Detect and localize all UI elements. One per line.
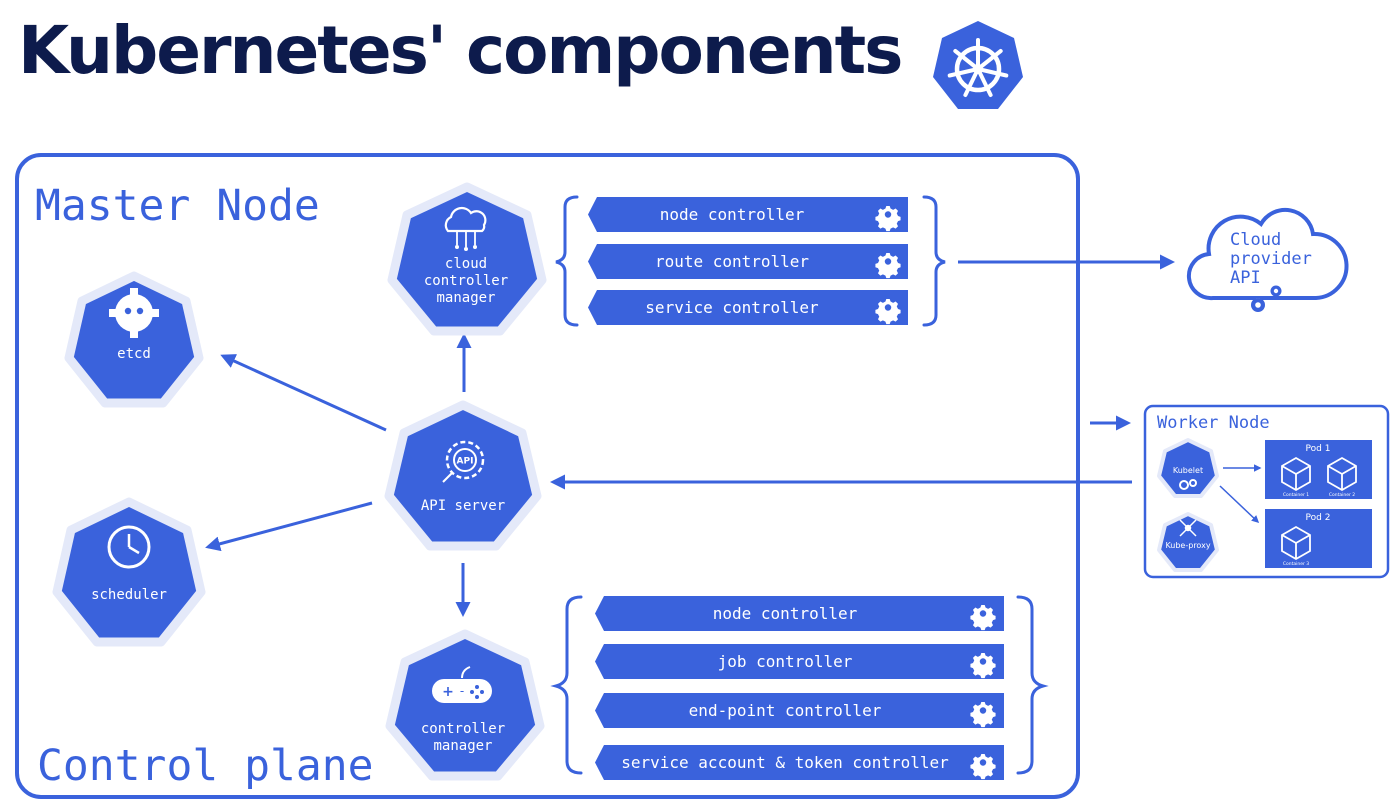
kubernetes-logo-icon bbox=[933, 21, 1023, 109]
api-badge: API bbox=[457, 457, 474, 467]
svg-text:+: + bbox=[442, 684, 454, 700]
cloud-controller-manager-node[interactable]: cloud controller manager bbox=[387, 182, 547, 336]
etcd-icon bbox=[109, 288, 159, 338]
gamepad-icon: + - bbox=[432, 666, 492, 703]
cloud-provider-line-2: provider bbox=[1230, 249, 1312, 269]
controller-manager-node[interactable]: + - controller manager bbox=[385, 629, 545, 781]
controller-item[interactable]: end-point controller bbox=[595, 693, 1004, 728]
kubelet-node[interactable]: Kubelet bbox=[1157, 438, 1219, 498]
worker-node[interactable]: Worker Node Kubelet Kube-proxy Pod 1 bbox=[1143, 404, 1390, 579]
cloud-controllers-left-brace bbox=[555, 195, 579, 327]
container-cube-icon bbox=[1281, 456, 1357, 492]
controller-manager-label-line-2: manager bbox=[433, 738, 492, 754]
container-label: Container 2 bbox=[1329, 492, 1355, 498]
gear-icon bbox=[1179, 480, 1189, 490]
gear-icon bbox=[970, 754, 996, 780]
scheduler-label: scheduler bbox=[91, 587, 167, 603]
master-node-frame bbox=[15, 153, 1080, 799]
controllers-left-brace bbox=[550, 595, 583, 775]
cloud-controller-label: node controller bbox=[660, 205, 805, 224]
controller-item[interactable]: node controller bbox=[595, 596, 1004, 631]
ccm-label-line-2: controller bbox=[424, 273, 508, 289]
scheduler-node[interactable]: scheduler bbox=[52, 497, 206, 647]
master-node-label: Master Node bbox=[35, 181, 320, 231]
pod-2-label: Pod 2 bbox=[1306, 513, 1331, 523]
arrow-api-to-etcd bbox=[220, 354, 387, 432]
api-server-label: API server bbox=[421, 498, 505, 514]
pod-1[interactable]: Pod 1 Container 1 Container 2 bbox=[1265, 440, 1372, 499]
api-server-node[interactable]: API API server bbox=[384, 400, 542, 551]
ccm-label-line-1: cloud bbox=[445, 256, 487, 272]
controller-label: end-point controller bbox=[689, 701, 882, 720]
network-icon bbox=[1179, 519, 1197, 537]
pod-2[interactable]: Pod 2 Container 3 bbox=[1265, 509, 1372, 568]
controller-item[interactable]: job controller bbox=[595, 644, 1004, 679]
etcd-node[interactable]: etcd bbox=[64, 271, 204, 408]
container-label: Container 1 bbox=[1283, 492, 1309, 498]
cloud-provider-line-3: API bbox=[1230, 268, 1261, 288]
cloud-controllers-right-brace bbox=[922, 195, 946, 327]
pod-1-label: Pod 1 bbox=[1306, 444, 1331, 454]
arrow-api-to-scheduler bbox=[205, 501, 373, 552]
controllers-right-brace bbox=[1016, 595, 1049, 775]
worker-node-title: Worker Node bbox=[1157, 413, 1270, 433]
clock-icon bbox=[107, 525, 151, 569]
kube-proxy-node[interactable]: Kube-proxy bbox=[1157, 512, 1219, 572]
gear-icon bbox=[875, 299, 901, 325]
cloud-gears-icon bbox=[444, 206, 487, 251]
control-plane-label: Control plane bbox=[37, 741, 374, 791]
cloud-controller-item[interactable]: service controller bbox=[588, 290, 908, 325]
gear-icon bbox=[875, 206, 901, 232]
api-icon: API bbox=[442, 440, 485, 483]
cloud-controller-label: route controller bbox=[655, 252, 809, 271]
controller-label: job controller bbox=[718, 652, 853, 671]
container-cube-icon bbox=[1281, 525, 1311, 561]
controller-manager-label-line-1: controller bbox=[421, 721, 505, 737]
cloud-controller-item[interactable]: node controller bbox=[588, 197, 908, 232]
controller-label: node controller bbox=[713, 604, 858, 623]
kubelet-label: Kubelet bbox=[1173, 466, 1203, 475]
cloud-controller-label: service controller bbox=[645, 298, 819, 317]
cloud-provider-api[interactable]: Cloud provider API bbox=[1186, 207, 1349, 319]
ccm-label-line-3: manager bbox=[436, 290, 495, 306]
gear-icon bbox=[970, 702, 996, 728]
controller-label: service account & token controller bbox=[621, 753, 949, 772]
controller-item[interactable]: service account & token controller bbox=[595, 745, 1004, 780]
container-label: Container 3 bbox=[1283, 561, 1309, 567]
page-title: Kubernetes' components bbox=[18, 12, 903, 89]
gear-icon bbox=[1270, 285, 1282, 297]
cloud-controller-item[interactable]: route controller bbox=[588, 244, 908, 279]
gear-icon bbox=[875, 253, 901, 279]
arrow-kubelet-to-pod2 bbox=[1219, 485, 1260, 524]
cloud-icon bbox=[1186, 207, 1349, 301]
svg-text:-: - bbox=[460, 684, 464, 698]
kube-proxy-label: Kube-proxy bbox=[1165, 541, 1210, 550]
gear-icon bbox=[970, 605, 996, 631]
etcd-label: etcd bbox=[117, 346, 151, 362]
gear-icon bbox=[970, 653, 996, 679]
cloud-provider-line-1: Cloud bbox=[1230, 230, 1281, 250]
